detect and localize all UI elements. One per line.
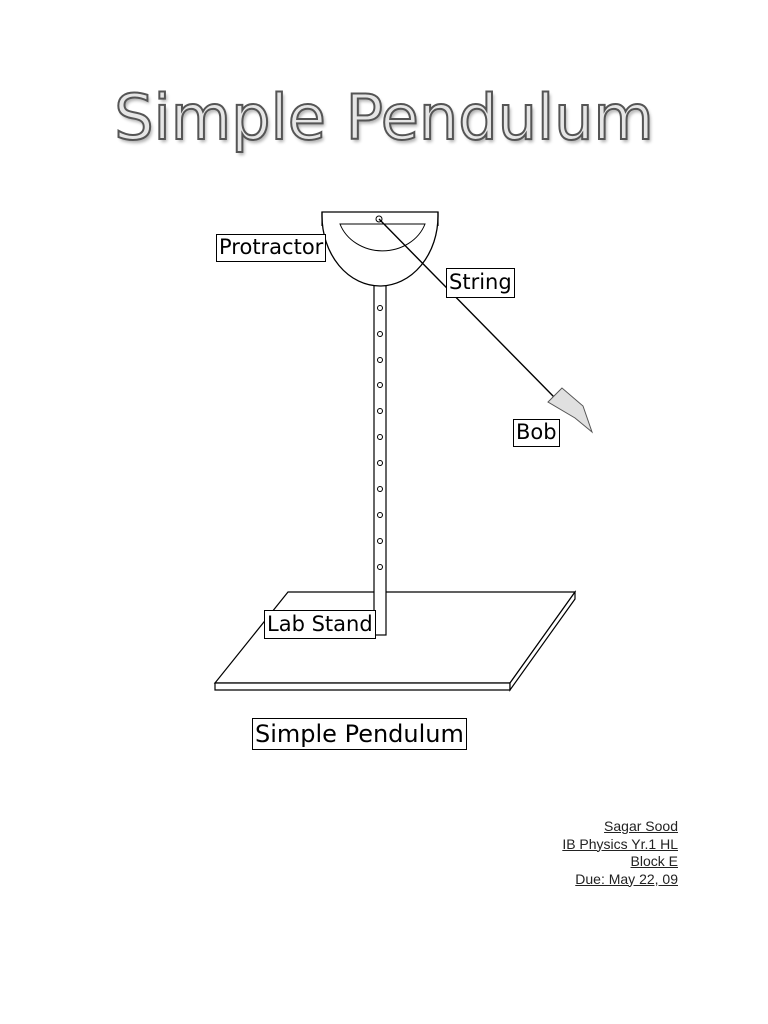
pendulum-bob: [547, 387, 594, 434]
stand-base: [213, 590, 577, 692]
string-label: String: [446, 268, 515, 298]
rod-holes: [377, 305, 383, 570]
author-course: IB Physics Yr.1 HL: [562, 835, 678, 852]
author-block: Sagar Sood IB Physics Yr.1 HL Block E Du…: [562, 818, 678, 888]
stand-rod: [373, 282, 387, 636]
protractor: [321, 211, 439, 287]
protractor-label: Protractor: [216, 234, 327, 262]
page-title: Simple Pendulum: [113, 80, 655, 155]
lab-stand-label: Lab Stand: [264, 610, 376, 639]
bob-label: Bob: [513, 419, 560, 447]
pendulum-string: [378, 218, 555, 398]
author-name: Sagar Sood: [604, 818, 678, 834]
author-due-date: Due: May 22, 09: [575, 870, 678, 887]
author-block-label: Block E: [630, 853, 678, 869]
diagram-caption: Simple Pendulum: [252, 718, 467, 750]
